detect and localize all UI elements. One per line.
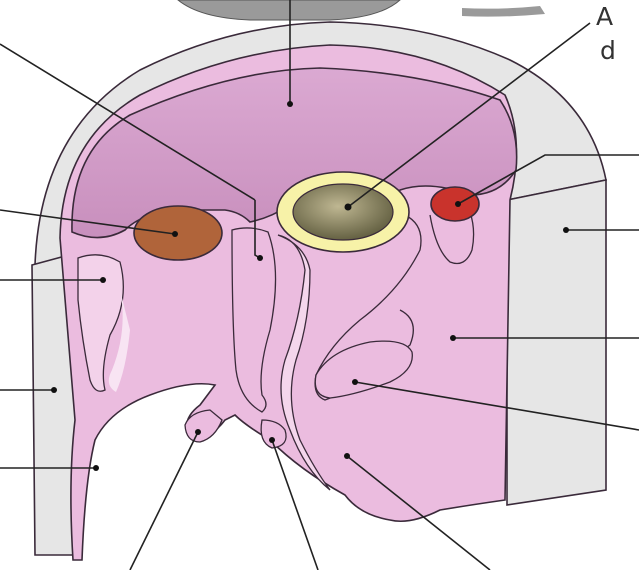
label-dot-top-center — [287, 101, 293, 107]
right-grey-plate — [507, 180, 606, 505]
label-dot-center-column — [257, 255, 263, 261]
label-dot-left-plate — [51, 387, 57, 393]
cropped-top-shape — [178, 0, 400, 20]
cropped-label-line2: d — [600, 36, 616, 66]
label-dot-bottom-left — [195, 429, 201, 435]
brown-vessel — [134, 206, 222, 260]
label-dot-bottom-right — [344, 453, 350, 459]
cropped-top-shape-right — [462, 6, 545, 17]
label-dot-bottom-center — [269, 437, 275, 443]
label-dot-pink-body — [450, 335, 456, 341]
dark-core — [293, 184, 393, 240]
cropped-label-line1: A — [596, 2, 613, 32]
label-dot-yellow-core — [345, 204, 352, 211]
label-dot-right-lobe — [352, 379, 358, 385]
label-dot-left-fold — [100, 277, 106, 283]
label-dot-lower-left-edge — [93, 465, 99, 471]
leader-line-bottom-left — [130, 432, 198, 570]
label-dot-brown-vessel — [172, 231, 178, 237]
label-dot-right-plate — [563, 227, 569, 233]
label-dot-red-vessel — [455, 201, 461, 207]
